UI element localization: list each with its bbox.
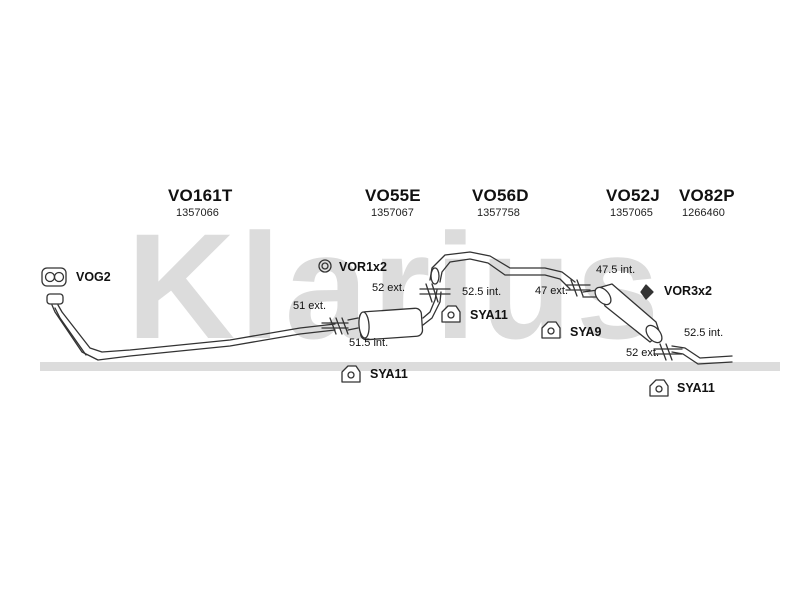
vor1x2-ring-icon [318,259,332,273]
fitting-label-sya11-a: SYA11 [470,308,508,322]
part-number-vo56d: 1357758 [477,207,520,219]
part-code-vo55e: VO55E [365,186,421,205]
rear-silencer-vo52j [582,283,663,344]
intermediate-pipe-vo56d [429,251,576,290]
fitting-label-vor1x2: VOR1x2 [339,260,387,274]
fitting-label-vog2: VOG2 [76,270,111,284]
tailpipe-vo82p [671,345,733,365]
sya11-mount-b-icon [341,365,361,383]
front-pipe-vo161t [46,293,336,361]
sya11-mount-c-icon [649,379,669,397]
vog2-gasket-icon [41,267,67,287]
dimension-label-47-ext: 47 ext. [535,285,569,297]
fitting-label-sya11-c: SYA11 [677,381,715,395]
vor3x2-rubber-icon [640,284,654,300]
sya11-mount-a-icon [441,305,461,323]
joint-clamp-3 [565,279,591,297]
dimension-label-51-5-int: 51.5 int. [349,337,389,349]
dimension-label-52-5-int-a: 52.5 int. [462,286,502,298]
part-code-vo82p: VO82P [679,186,735,205]
fitting-label-vor3x2: VOR3x2 [664,284,712,298]
part-code-vo52j: VO52J [606,186,660,205]
part-number-vo82p: 1266460 [682,207,725,219]
dimension-label-52-ext-b: 52 ext. [626,347,660,359]
part-number-vo161t: 1357066 [176,207,219,219]
fitting-label-sya11-b: SYA11 [370,367,408,381]
middle-silencer-vo55e [347,289,442,341]
part-code-vo161t: VO161T [168,186,233,205]
dimension-label-47-5-int: 47.5 int. [596,264,636,276]
sya9-mount-icon [541,321,561,339]
dimension-label-52-ext-a: 52 ext. [372,282,406,294]
joint-clamp-2 [419,283,451,303]
dimension-label-51-ext: 51 ext. [293,300,327,312]
part-code-vo56d: VO56D [472,186,529,205]
watermark-bar [40,362,780,371]
joint-clamp-4 [653,343,683,361]
part-number-vo52j: 1357065 [610,207,653,219]
part-number-vo55e: 1357067 [371,207,414,219]
fitting-label-sya9: SYA9 [570,325,602,339]
joint-clamp-1 [321,317,349,335]
dimension-label-52-5-int-b: 52.5 int. [684,327,724,339]
